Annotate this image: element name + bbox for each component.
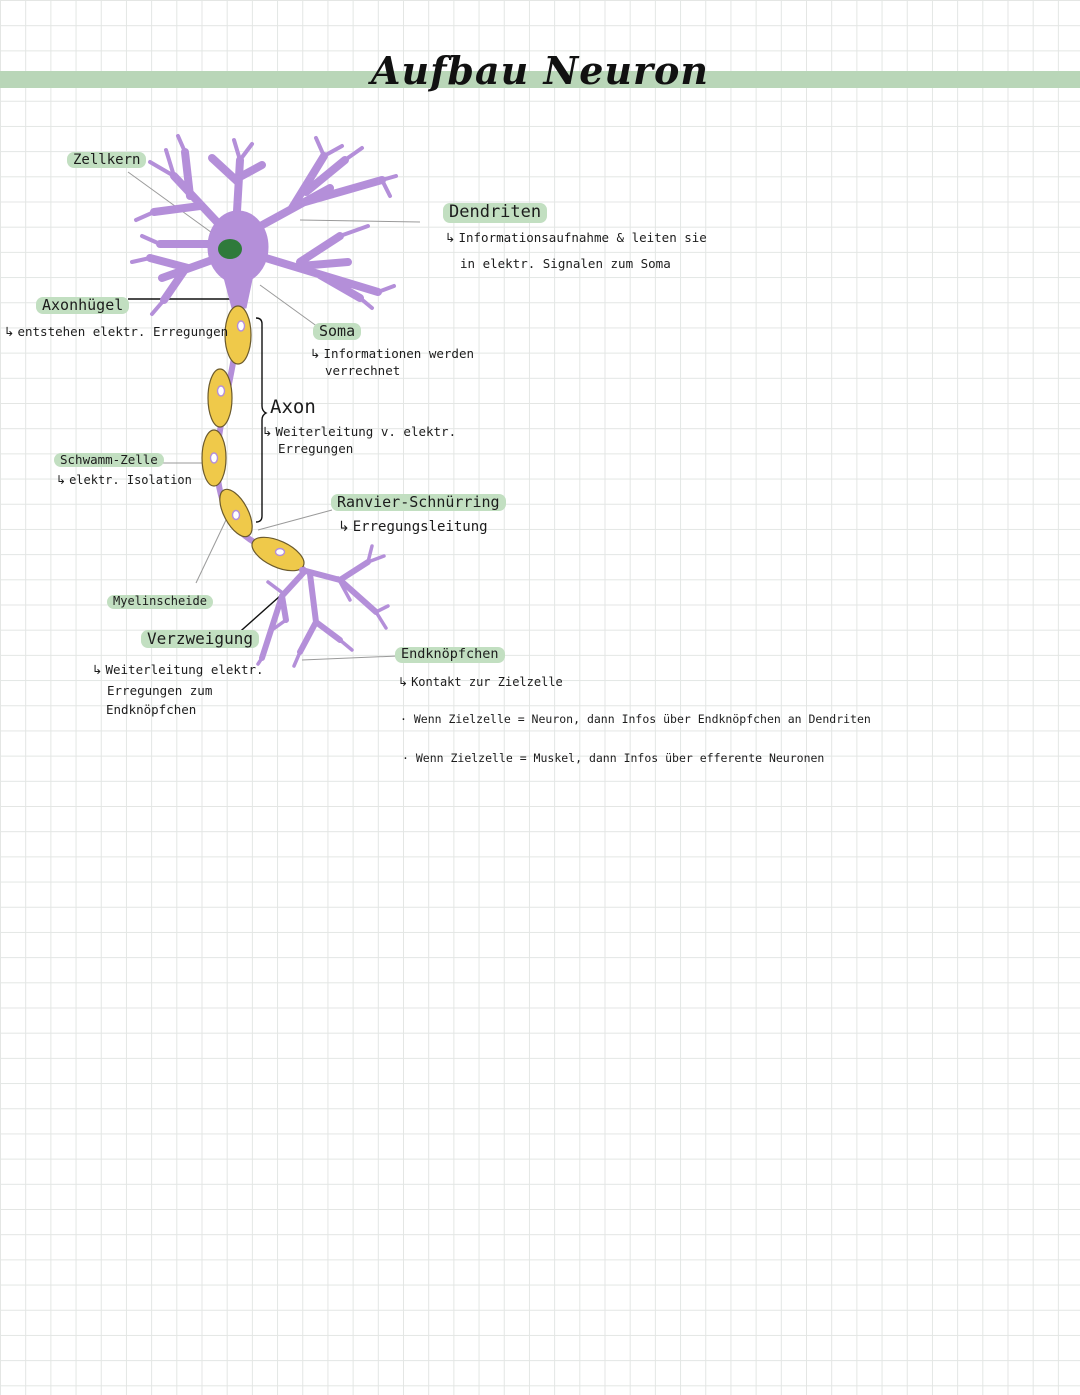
title-band [0, 71, 1080, 88]
note-soma-2: verrechnet [325, 363, 401, 378]
bullet-item-1: · Wenn Zielzelle = Neuron, dann Infos üb… [400, 712, 871, 726]
page-title: Aufbau Neuron [370, 48, 710, 93]
label-axon: Axon [270, 396, 316, 418]
note-schwann: ↳elektr. Isolation [56, 473, 192, 487]
note-axon-1: ↳Weiterleitung v. elektr. [262, 424, 457, 439]
label-axonhuegel: Axonhügel [36, 296, 130, 315]
arrow-icon: ↳ [92, 662, 103, 677]
arrow-icon: ↳ [4, 324, 15, 339]
soma-dendrites [130, 134, 398, 316]
label-verzweigung: Verzweigung [141, 629, 259, 649]
label-schwann-zelle: Schwamm-Zelle [54, 452, 164, 468]
arrow-icon: ↳ [398, 675, 409, 689]
note-ranvier: ↳Erregungsleitung [338, 519, 488, 535]
label-dendriten: Dendriten [443, 202, 548, 223]
note-verzweigung-2: Erregungen zum [107, 683, 213, 698]
arrow-icon: ↳ [56, 473, 67, 487]
label-endknoepfchen: Endknöpfchen [395, 646, 505, 663]
arrow-icon: ↳ [262, 424, 273, 439]
bullet-item-2: · Wenn Zielzelle = Muskel, dann Infos üb… [402, 751, 825, 765]
note-dendriten-1: ↳Informationsaufnahme & leiten sie [445, 230, 707, 245]
schwann-nuclei [209, 320, 286, 557]
note-verzweigung-1: ↳Weiterleitung elektr. [92, 662, 264, 677]
label-myelinscheide: Myelinscheide [107, 594, 213, 609]
label-ranvier: Ranvier-Schnürring [331, 493, 506, 512]
note-soma-1: ↳Informationen werden [310, 346, 474, 361]
nucleus-shape [218, 239, 242, 259]
arrow-icon: ↳ [445, 230, 456, 245]
label-soma: Soma [313, 322, 362, 341]
note-dendriten-2: in elektr. Signalen zum Soma [460, 256, 671, 271]
note-axonhuegel: ↳entstehen elektr. Erregungen [4, 324, 229, 339]
axon-terminals [256, 544, 390, 668]
note-verzweigung-3: Endknöpfchen [106, 702, 197, 717]
note-axon-2: Erregungen [278, 441, 354, 456]
note-endknoepfchen: ↳Kontakt zur Zielzelle [398, 675, 563, 689]
arrow-icon: ↳ [338, 519, 350, 535]
label-zellkern: Zellkern [67, 152, 147, 169]
arrow-icon: ↳ [310, 346, 321, 361]
